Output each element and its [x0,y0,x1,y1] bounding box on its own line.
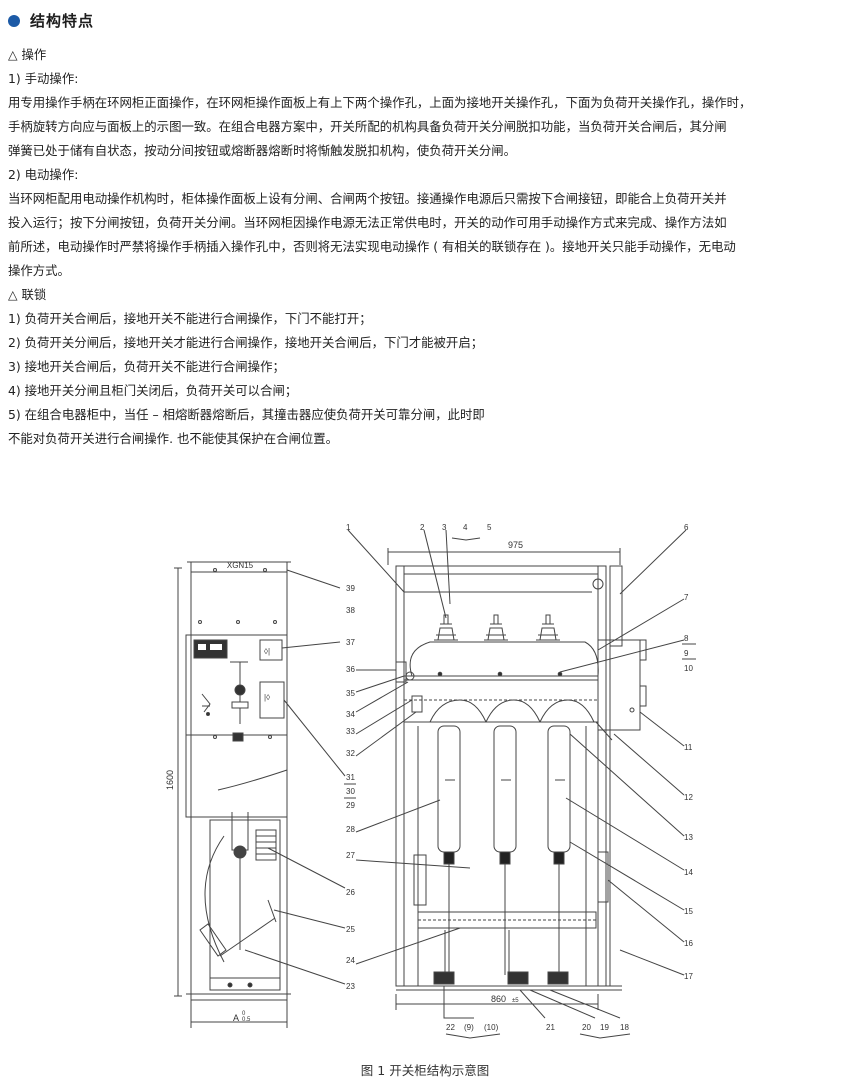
text-line: △ 联锁 [8,287,47,302]
front-callouts: 39 38 37 36 35 34 33 32 31 30 29 28 27 2… [346,584,355,991]
side-view: 9 7 5 [346,523,696,1039]
nameplate-label: XGN15 [227,561,254,570]
load-switch-body [403,679,599,723]
callout-label: 3 [442,523,447,532]
callout-label: 32 [346,749,355,758]
callout-label: 13 [684,833,693,842]
callout-label: 1 [346,523,351,532]
callout-label: 2 [420,523,425,532]
text-line: 5) 在组合电器柜中，当任 – 相熔断器熔断后，其撞击器应使负荷开关可靠分闸，此… [8,407,485,422]
callout-label: 29 [346,801,355,810]
text-line: 当环网柜配用电动操作机构时，柜体操作面板上设有分闸、合闸两个按钮。接通操作电源后… [8,191,727,206]
callout-label: 4 [463,523,468,532]
callout-label: 34 [346,710,355,719]
callout-label: 27 [346,851,355,860]
callout-label: 35 [346,689,355,698]
text-line: 操作方式。 [8,263,70,278]
height-dimension: 1600 [165,770,175,790]
callout-label: 26 [346,888,355,897]
width-tolerance-top: 0 [242,1011,246,1017]
width-tolerance-bottom: 0.5 [242,1017,251,1023]
callout-label: 18 [620,1023,629,1032]
callout-label: 19 [600,1023,609,1032]
callout-label: 39 [346,584,355,593]
earth-switch-symbol: ◊| [264,647,270,656]
callout-label: 36 [346,665,355,674]
callout-label: 17 [684,972,693,981]
callout-label: 25 [346,925,355,934]
text-line: 前所述，电动操作时严禁将操作手柄插入操作孔中，否则将无法实现电动操作 ( 有相关… [8,239,736,254]
fuses [437,725,571,870]
busbar-chamber [409,641,599,677]
text-line: 4) 接地开关分闸且柜门关闭后，负荷开关可以合闸； [8,383,298,398]
lower-compartment [209,819,281,991]
text-line: 手柄旋转方向应与面板上的示图一致。在组合电器方案中，开关所配的机构具备负荷开关分… [8,119,727,134]
callout-label: 15 [684,907,693,916]
bushings [434,614,560,641]
text-line: 弹簧已处于储有自状态，按动分间按钮或熔断器熔断时将惭触发脱扣机构，使负荷开关分闸… [8,143,517,158]
figure-caption: 图 1 开关柜结构示意图 [360,1063,490,1078]
callout-label: 23 [346,982,355,991]
text-line: 投入运行；按下分闸按钮，负荷开关分闸。当环网柜因操作电源无法正常供电时，开关的动… [8,215,727,230]
callout-label: 16 [684,939,693,948]
callout-label: 11 [684,743,693,752]
callout-label: 6 [684,523,689,532]
section-title: 结构特点 [30,12,95,30]
callout-label: 14 [684,868,693,877]
callout-label: (10) [484,1023,499,1032]
side-callouts: 1 2 3 4 5 6 7 8 9 10 11 12 13 14 15 16 1… [346,523,693,1032]
top-width-dimension: 975 [508,540,523,550]
text-line: 3) 接地开关合闸后，负荷开关不能进行合闸操作； [8,359,285,374]
callout-label: 8 [684,634,689,643]
callout-label: 33 [346,727,355,736]
callout-label: 21 [546,1023,555,1032]
callout-label: 5 [487,523,492,532]
callout-label: 38 [346,606,355,615]
text-line: 1) 手动操作: [8,71,79,86]
insulator [255,829,277,861]
callout-label: 37 [346,638,355,647]
load-switch-symbol: |◊ [264,693,270,702]
text-line: 1) 负荷开关合闸后，接地开关不能进行合闸操作，下门不能打开； [8,311,372,326]
bottom-width-dimension: 860 [491,994,506,1004]
section-heading: 结构特点 [8,10,94,31]
callout-label: 7 [684,593,689,602]
callout-label: (9) [464,1023,474,1032]
callout-label: 24 [346,956,355,965]
text-line: 用专用操作手柄在环网柜正面操作，在环网柜操作面板上有上下两个操作孔，上面为接地开… [8,95,752,110]
width-dimension: A [233,1013,239,1023]
body-text: △ 操作 1) 手动操作: 用专用操作手柄在环网柜正面操作，在环网柜操作面板上有… [8,43,844,451]
callout-label: 30 [346,787,355,796]
bullet-dot-icon [8,14,20,27]
earth-switch-hole [259,639,283,661]
bottom-width-tolerance: ±5 [512,998,519,1004]
callout-label: 28 [346,825,355,834]
callout-label: 9 [684,649,689,658]
text-line: △ 操作 [8,47,47,62]
text-line: 2) 负荷开关分闸后，接地开关才能进行合闸操作，接地开关合闸后，下门才能被开启； [8,335,484,350]
switchgear-diagram: XGN15 ◊| |◊ [165,523,696,1039]
callout-label: 12 [684,793,693,802]
callout-label: 31 [346,773,355,782]
side-frame [395,565,607,987]
text-line: 不能对负荷开关进行合闸操作. 也不能使其保护在合闸位置。 [8,431,339,446]
text-line: 2) 电动操作: [8,167,79,182]
callout-label: 20 [582,1023,591,1032]
front-view: XGN15 ◊| |◊ [165,561,356,1028]
callout-label: 22 [446,1023,455,1032]
callout-label: 10 [684,664,693,673]
front-cabinet-outline [190,561,288,1001]
